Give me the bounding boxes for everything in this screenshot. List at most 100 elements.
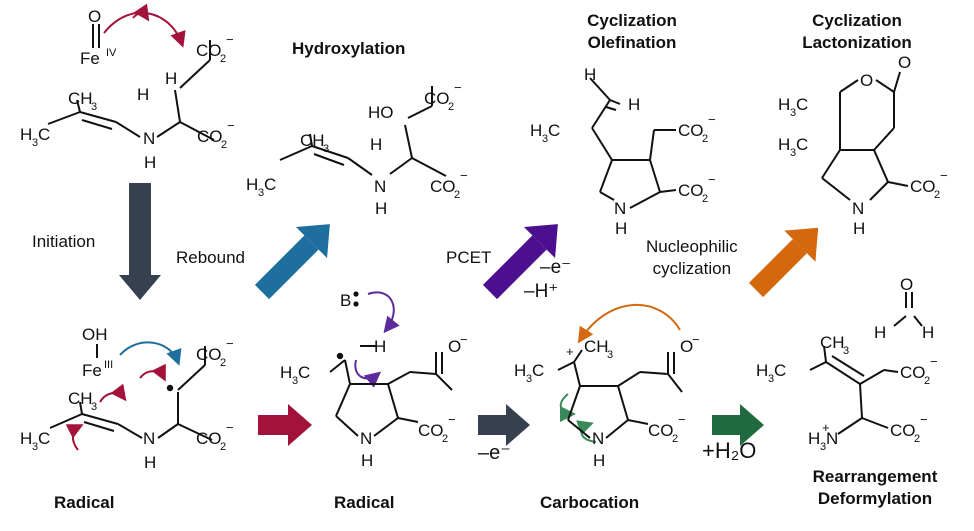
atom-c: C	[548, 121, 560, 140]
atom-n: N	[614, 199, 626, 218]
radical-one-molecule	[49, 341, 213, 451]
atom-h: H	[361, 451, 373, 470]
atom-minus: −	[460, 332, 468, 347]
atom-c: C	[264, 175, 276, 194]
atom-n: N	[826, 429, 838, 448]
radical-two-molecule	[329, 291, 453, 437]
atom-co2: CO	[678, 121, 704, 140]
atom-h3c: H	[246, 175, 258, 194]
atom-ch3: CH	[68, 89, 93, 108]
atom-h: H	[874, 323, 886, 342]
atom-co2: CO	[196, 345, 222, 364]
atom-ho: HO	[368, 103, 394, 122]
atom-base: B	[340, 291, 351, 310]
carbocation-molecule	[557, 303, 683, 443]
hydroxylation-label: Hydroxylation	[292, 39, 406, 58]
atom-minus: −	[448, 412, 456, 427]
radical-curved-arrow-c	[65, 424, 84, 451]
atom-sub3: 3	[323, 143, 329, 155]
atom-plus: +	[566, 344, 574, 359]
radical-arrow-head	[288, 404, 312, 446]
nucleophilic-label-line1: Nucleophilic	[646, 237, 738, 256]
atom-minus: −	[226, 336, 234, 351]
radical-two-label: Radical	[334, 493, 395, 512]
hydrolysis-arrow	[712, 404, 764, 446]
atom-h: H	[370, 135, 382, 154]
rebound-arrow-head	[295, 224, 330, 259]
radical-curved-arrow-b	[99, 383, 127, 403]
atom-o: O	[680, 337, 693, 356]
atom-co2: CO	[196, 41, 222, 60]
atom-n: N	[143, 429, 155, 448]
atom-sub3: 3	[790, 147, 796, 159]
initiation-arrow-shaft	[129, 183, 151, 275]
atom-c: C	[38, 429, 50, 448]
atom-h: H	[144, 153, 156, 172]
nucleophilic-label-line2: cyclization	[652, 259, 732, 278]
atom-sub2: 2	[914, 433, 920, 445]
atom-fe-oxidation: IV	[106, 47, 117, 59]
atom-minus: −	[460, 168, 468, 183]
atom-h: H	[615, 219, 627, 238]
lactonization-arrow-head	[784, 227, 819, 262]
atom-h3c: H	[20, 429, 32, 448]
atom-sub2: 2	[220, 441, 226, 453]
radical-h-curved-arrow	[354, 359, 382, 388]
atom-sub3: 3	[843, 345, 849, 357]
atom-sub2: 2	[702, 133, 708, 145]
atom-minus: −	[678, 412, 686, 427]
carbocation-label: Carbocation	[540, 493, 640, 512]
pcet-minus-e-label: –e⁻	[540, 257, 572, 278]
atom-sub3: 3	[292, 375, 298, 387]
atom-co2: CO	[424, 89, 450, 108]
atom-sub3: 3	[526, 373, 532, 385]
atom-c: C	[38, 125, 50, 144]
atom-co2: CO	[430, 177, 456, 196]
atom-sub2: 2	[220, 357, 226, 369]
hydroxylation-product-molecule	[279, 86, 447, 177]
atom-minus: −	[930, 354, 938, 369]
atom-c: C	[774, 361, 786, 380]
carboxylate-curved-arrow	[577, 303, 681, 344]
atom-sub2: 2	[220, 53, 226, 65]
atom-ch3: CH	[584, 337, 609, 356]
atom-minus: −	[227, 118, 235, 133]
atom-sub3: 3	[542, 133, 548, 145]
nucleophilic-cyclization-label: Nucleophilic cyclization	[646, 236, 738, 280]
atom-h: H	[144, 453, 156, 472]
initiation-arrow	[119, 183, 161, 300]
atom-n: N	[852, 199, 864, 218]
atom-minus: −	[708, 112, 716, 127]
radical-arrow-shaft	[258, 415, 288, 435]
atom-labels: O Fe IV CO 2 − H H CH 3 H 3 C N H CO 2 −…	[20, 7, 948, 472]
atom-fe: Fe	[80, 49, 100, 68]
rearrangement-label-line2: Deformylation	[817, 489, 933, 508]
atom-sub2: 2	[221, 139, 227, 151]
rearrangement-label: Rearrangement Deformylation	[800, 466, 950, 510]
atom-sub3: 3	[32, 441, 38, 453]
pcet-label: PCET	[446, 248, 492, 267]
lactonization-label-line1: Cyclization	[812, 11, 902, 30]
atom-h3c: H	[514, 361, 526, 380]
oxidation-minus-e-label: –e⁻	[478, 442, 511, 464]
oxidation-arrow-head	[506, 404, 530, 446]
atom-h: H	[584, 65, 596, 84]
atom-h3c: H	[530, 121, 542, 140]
pcet-arrow-shaft	[482, 235, 547, 300]
atom-co2: CO	[678, 181, 704, 200]
radical-cyclization-arrow	[258, 404, 312, 446]
lone-pair-dot	[353, 291, 359, 297]
atom-ch3: CH	[300, 131, 325, 150]
atom-h3c: H	[756, 361, 768, 380]
atom-minus: −	[708, 172, 716, 187]
oxidation-arrow-shaft	[478, 415, 506, 435]
lactonization-label-line2: Lactonization	[802, 33, 912, 52]
initiation-arrow-head	[119, 275, 161, 300]
atom-co2: CO	[418, 421, 444, 440]
fe-oxo-curved-arrow	[103, 11, 186, 48]
atom-c: C	[796, 135, 808, 154]
lactonization-arrow	[748, 227, 819, 298]
atom-sub2: 2	[924, 375, 930, 387]
